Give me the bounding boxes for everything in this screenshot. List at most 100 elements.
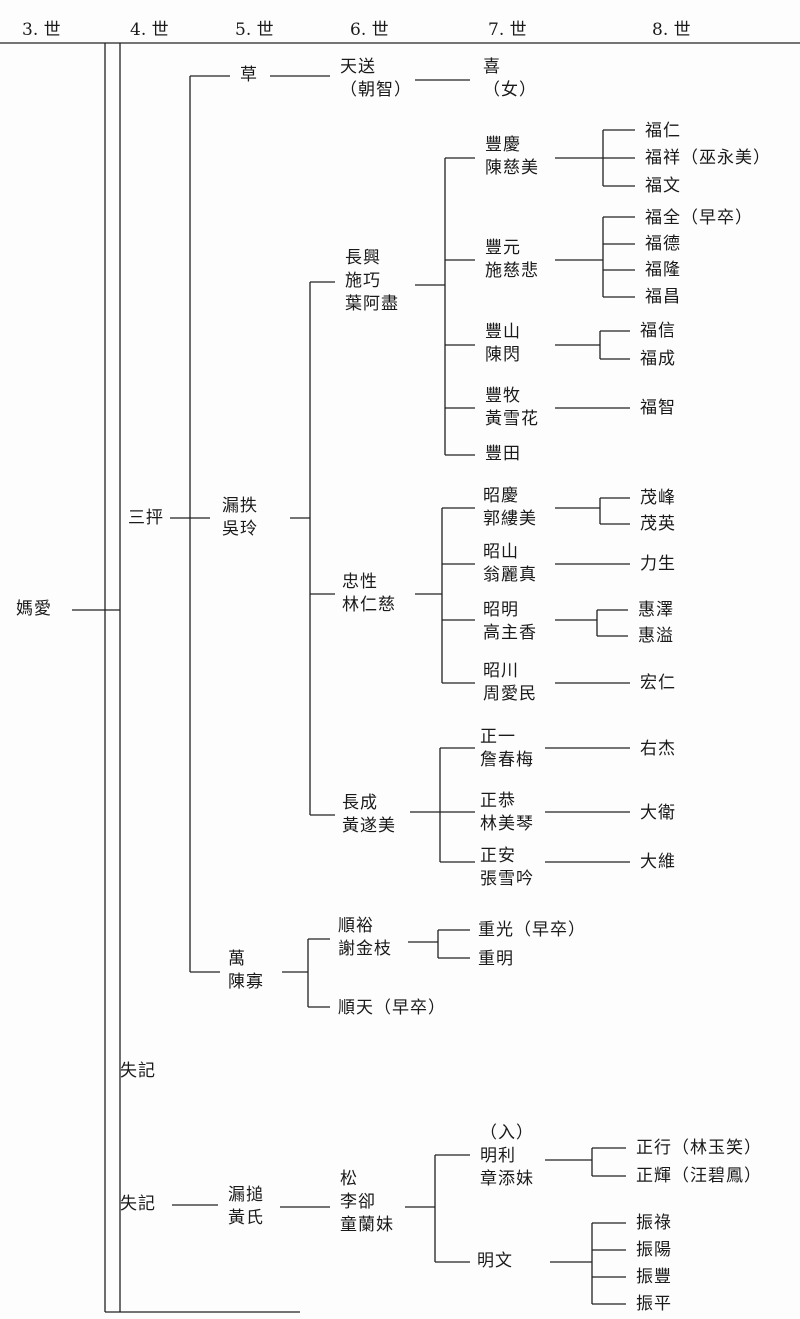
person-gen8: 振祿: [636, 1212, 672, 1235]
person-name-line: 福隆: [645, 260, 681, 280]
person-gen8: 福祥（巫永美）: [645, 147, 771, 170]
person-gen8: 振陽: [636, 1239, 672, 1262]
person-name-line: 宏仁: [640, 673, 676, 693]
person-gen7: 正一詹春梅: [480, 726, 534, 772]
person-gen8: 右杰: [640, 738, 676, 761]
person-name-line: 力生: [640, 554, 676, 574]
person-name-line: 松: [340, 1169, 358, 1189]
person-gen7: 重明: [478, 948, 514, 971]
person-name-line: 福祥（巫永美）: [645, 148, 771, 168]
person-gen8: 力生: [640, 553, 676, 576]
person-name-line: 福信: [640, 321, 676, 341]
person-gen8: 福昌: [645, 286, 681, 309]
person-gen7: 喜（女）: [483, 56, 537, 102]
person-gen6: 長興施巧葉阿盡: [345, 247, 399, 316]
person-name-line: 忠性: [342, 572, 378, 592]
person-name-line: 林仁慈: [342, 595, 396, 615]
person-name-line: 重光（早卒）: [478, 920, 586, 940]
person-name-line: 天送: [340, 57, 376, 77]
person-name-line: 福智: [640, 398, 676, 418]
person-gen8: 福仁: [645, 120, 681, 143]
person-name-line: 大衛: [640, 803, 676, 823]
person-name-line: 黃氏: [228, 1208, 264, 1228]
person-name-line: 昭慶: [483, 486, 519, 506]
person-name-line: 童蘭妹: [340, 1215, 394, 1235]
person-gen5: 草: [240, 64, 258, 87]
person-gen8: 惠溢: [638, 625, 674, 648]
person-name-line: 昭山: [483, 542, 519, 562]
person-gen8: 正行（林玉笑）: [636, 1137, 762, 1160]
person-name-line: 惠溢: [638, 626, 674, 646]
person-name-line: 失記: [120, 1194, 156, 1214]
person-name-line: 陳閃: [485, 345, 521, 365]
person-name-line: 惠澤: [638, 600, 674, 620]
person-gen6: 松李卻童蘭妹: [340, 1168, 394, 1237]
person-gen8: 大衛: [640, 802, 676, 825]
person-name-line: 昭明: [483, 600, 519, 620]
person-gen8: 茂峰: [640, 487, 676, 510]
person-name-line: 順天（早卒）: [338, 998, 446, 1018]
person-gen7: 重光（早卒）: [478, 919, 586, 942]
person-name-line: 福文: [645, 176, 681, 196]
person-name-line: 陳寡: [228, 972, 264, 992]
person-gen6: 長成黃遂美: [342, 792, 396, 838]
person-name-line: （朝智）: [340, 80, 412, 100]
person-name-line: 豐牧: [485, 386, 521, 406]
person-gen7: （入）明利章添妹: [480, 1122, 534, 1191]
person-name-line: 福全（早卒）: [645, 208, 753, 228]
person-name-line: 周愛民: [483, 684, 537, 704]
person-gen8: 惠澤: [638, 599, 674, 622]
person-gen3: 媽愛: [16, 598, 52, 621]
person-name-line: 高主香: [483, 623, 537, 643]
person-gen8: 振豐: [636, 1266, 672, 1289]
person-gen8: 茂英: [640, 513, 676, 536]
person-name-line: 大維: [640, 852, 676, 872]
person-name-line: 正安: [480, 846, 516, 866]
person-gen8: 振平: [636, 1293, 672, 1316]
person-name-line: 正一: [480, 727, 516, 747]
person-gen8: 大維: [640, 851, 676, 874]
person-gen8: 福德: [645, 233, 681, 256]
person-gen6: 順天（早卒）: [338, 997, 446, 1020]
person-name-line: 正行（林玉笑）: [636, 1138, 762, 1158]
person-gen8: 福全（早卒）: [645, 207, 753, 230]
person-name-line: 豐山: [485, 322, 521, 342]
person-gen6: 順裕謝金枝: [338, 915, 392, 961]
person-name-line: 失記: [120, 1061, 156, 1081]
person-gen7: 昭明高主香: [483, 599, 537, 645]
header-gen5: 5. 世: [235, 20, 274, 40]
person-gen5: 萬陳寡: [228, 948, 264, 994]
person-name-line: 振祿: [636, 1213, 672, 1233]
header-gen7: 7. 世: [488, 20, 527, 40]
person-name-line: 翁麗真: [483, 565, 537, 585]
person-gen8: 正輝（汪碧鳳）: [636, 1165, 762, 1188]
person-gen7: 明文: [477, 1250, 513, 1273]
person-gen4: 失記: [120, 1060, 156, 1083]
person-gen8: 福文: [645, 175, 681, 198]
person-name-line: 豐元: [485, 238, 521, 258]
person-name-line: （女）: [483, 80, 537, 100]
person-gen7: 正安張雪吟: [480, 845, 534, 891]
person-name-line: 三抨: [128, 508, 164, 528]
person-gen7: 昭慶郭縷美: [483, 485, 537, 531]
person-name-line: 草: [240, 65, 258, 85]
person-name-line: 昭川: [483, 661, 519, 681]
person-name-line: 張雪吟: [480, 869, 534, 889]
header-gen4: 4. 世: [130, 20, 169, 40]
person-name-line: 振平: [636, 1294, 672, 1314]
person-gen8: 福隆: [645, 259, 681, 282]
header-gen8: 8. 世: [652, 20, 691, 40]
person-name-line: 漏搥: [228, 1185, 264, 1205]
person-name-line: 萬: [228, 949, 246, 969]
person-name-line: 明文: [477, 1251, 513, 1271]
person-name-line: 福昌: [645, 287, 681, 307]
person-gen5: 漏搥黃氏: [228, 1184, 264, 1230]
person-gen4: 失記: [120, 1193, 156, 1216]
person-name-line: 振陽: [636, 1240, 672, 1260]
person-name-line: 葉阿盡: [345, 294, 399, 314]
person-name-line: 陳慈美: [485, 158, 539, 178]
person-gen8: 福成: [640, 348, 676, 371]
person-name-line: 黃遂美: [342, 816, 396, 836]
person-gen5: 漏抶吳玲: [222, 495, 258, 541]
